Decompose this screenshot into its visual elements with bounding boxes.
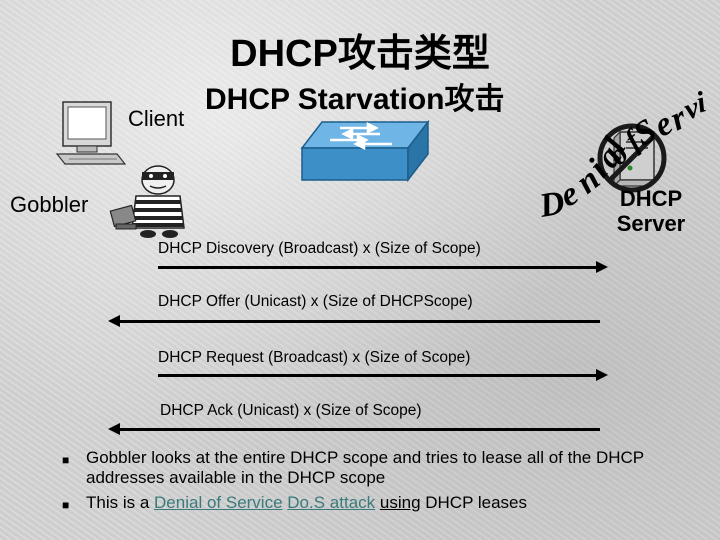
message-label: DHCP Ack (Unicast) x (Size of Scope) — [160, 402, 422, 419]
bullet-item: ■ Gobbler looks at the entire DHCP scope… — [62, 448, 682, 488]
using-text: using — [379, 493, 421, 512]
bullet-text: Gobbler looks at the entire DHCP scope a… — [86, 448, 644, 487]
bullet-icon: ■ — [62, 453, 70, 467]
bullet-icon: ■ — [62, 498, 70, 512]
denial-of-service-link[interactable]: Denial of Service — [154, 493, 283, 512]
no-sign-icon — [597, 123, 667, 193]
page-title: DHCP攻击类型 — [230, 33, 490, 75]
message-label: DHCP Request (Broadcast) x (Size of Scop… — [158, 349, 471, 366]
server-label-line2: Server — [616, 211, 686, 236]
bullet-text-suffix: DHCP leases — [420, 493, 527, 512]
dhcp-server-label: DHCP Server — [596, 186, 706, 236]
dos-attack-link[interactable]: Do.S attack — [287, 493, 376, 512]
switch-icon — [300, 119, 430, 183]
arrow-left — [108, 423, 600, 435]
bullet-text: This is a Denial of Service Do.S attack … — [86, 493, 527, 515]
client-computer-icon — [55, 101, 127, 165]
message-label: DHCP Discovery (Broadcast) x (Size of Sc… — [158, 240, 481, 257]
message-label: DHCP Offer (Unicast) x (Size of DHCPScop… — [158, 293, 473, 310]
server-label-line1: DHCP — [619, 186, 683, 211]
bullet-text-prefix: This is a — [86, 493, 155, 512]
arrow-left — [108, 315, 600, 327]
client-label: Client — [128, 106, 185, 131]
page-subtitle: DHCP Starvation攻击 — [205, 83, 505, 116]
arrow-right — [158, 369, 608, 381]
bullet-item: ■ This is a Denial of Service Do.S attac… — [62, 493, 682, 515]
bullet-list: ■ Gobbler looks at the entire DHCP scope… — [62, 448, 682, 520]
gobbler-label: Gobbler — [10, 192, 89, 217]
gobbler-attacker-icon — [109, 165, 185, 238]
arrow-right — [158, 261, 608, 273]
